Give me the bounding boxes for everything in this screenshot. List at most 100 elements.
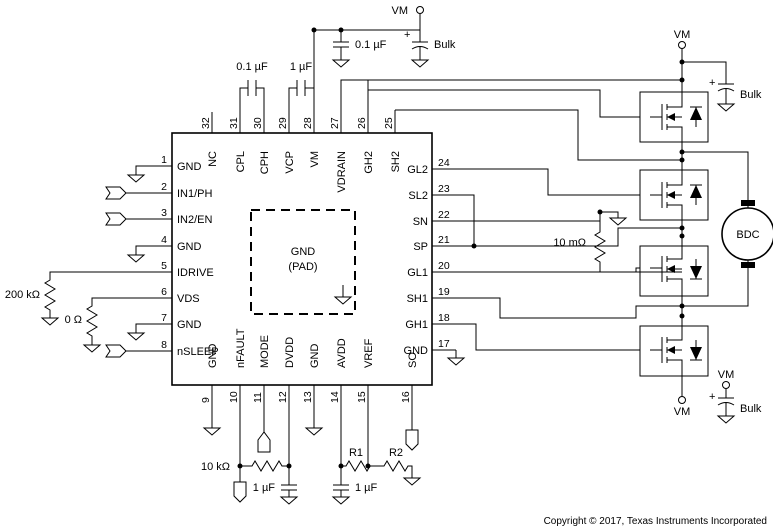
pin-num-4: 4: [161, 234, 167, 246]
vds-resistor: [82, 297, 152, 353]
mode-input-arrow-icon: [257, 431, 271, 453]
pin-num-30: 30: [252, 117, 264, 129]
in2-input-arrow-icon: [105, 212, 152, 226]
junction-dot: [471, 243, 477, 249]
pin-name-14: AVDD: [336, 338, 348, 368]
pin-name-23: SL2: [408, 190, 428, 202]
junction-dot: [679, 233, 685, 239]
vm-label-top: VM: [392, 5, 409, 17]
nfault-pullup-resistor: [240, 460, 289, 472]
pad-label-gnd: GND: [291, 246, 316, 258]
vm-decoupling-cap: [331, 30, 351, 68]
pin-name-21: SP: [413, 241, 428, 253]
bulk-cap-bridge: [682, 61, 736, 112]
pin-name-4: GND: [177, 241, 202, 253]
dvdd-cap-value: 1 µF: [253, 482, 276, 494]
pin-name-8: nSLEEP: [177, 346, 219, 358]
vcp-cap-value: 1 µF: [290, 61, 313, 73]
junction-dot: [679, 313, 685, 319]
pin-num-8: 8: [161, 339, 167, 351]
charge-pump-flying-cap: [239, 80, 265, 103]
pin-name-5: IDRIVE: [177, 267, 214, 279]
pin-num-11: 11: [252, 392, 264, 403]
pin-num-7: 7: [161, 312, 167, 324]
pin-num-18: 18: [438, 312, 450, 324]
idrive-resistor-value: 200 kΩ: [5, 289, 40, 301]
so-output-arrow-icon: [405, 429, 419, 451]
pin-name-26: GH2: [363, 151, 375, 174]
pin-name-29: VCP: [284, 151, 296, 174]
pin-name-1: GND: [177, 161, 202, 173]
thermal-pad: [250, 209, 356, 315]
bulk-cap-bottom-right-label: Bulk: [740, 403, 762, 415]
vm-node-icon: [416, 6, 424, 14]
pad-ground-icon: [333, 285, 353, 305]
dvdd-cap: [279, 466, 299, 505]
pin-num-25: 25: [383, 117, 395, 129]
avdd-cap: [331, 466, 351, 505]
ground-icon: [126, 165, 152, 183]
pin-num-13: 13: [302, 391, 314, 403]
vm-rail: [314, 14, 421, 31]
pin-num-26: 26: [356, 117, 368, 129]
pin-name-2: IN1/PH: [177, 188, 213, 200]
gh2-net: [367, 80, 640, 118]
pin-num-23: 23: [438, 183, 450, 195]
sl2-net: [456, 194, 475, 246]
motor-brush-bottom: [741, 262, 755, 268]
pin-name-19: SH1: [407, 293, 428, 305]
ground-icon: [126, 245, 152, 263]
pin-name-31: CPL: [235, 151, 247, 172]
junction-dot: [679, 157, 685, 163]
divider-resistor-r2: [368, 460, 422, 486]
junction-dot: [679, 225, 685, 231]
pin-name-16: SO: [407, 352, 419, 368]
bulk-cap-top-plus: +: [404, 29, 410, 41]
flying-cap-value: 0.1 µF: [236, 61, 268, 73]
pin-name-12: DVDD: [284, 337, 296, 368]
vcp-cap: [288, 80, 314, 103]
pin-num-10: 10: [228, 391, 240, 403]
motor-brush-top: [741, 200, 755, 206]
motor-leads: [682, 151, 749, 307]
pin-name-28: VM: [309, 151, 321, 168]
bulk-cap-top-label: Bulk: [434, 39, 456, 51]
pin-num-15: 15: [356, 391, 368, 403]
fet-high-side-1: [639, 325, 709, 377]
pin-name-7: GND: [177, 319, 202, 331]
pin-name-15: VREF: [363, 338, 375, 368]
gl2-net: [456, 168, 640, 196]
motor-label: BDC: [736, 229, 759, 241]
pin-num-3: 3: [161, 207, 167, 219]
bulk-cap-bridge-label: Bulk: [740, 89, 762, 101]
pin-num-20: 20: [438, 260, 450, 272]
pin-name-25: SH2: [390, 151, 402, 172]
fet-high-side-2: [639, 91, 709, 143]
vm-label-bottom-right: VM: [718, 369, 735, 381]
pin-num-27: 27: [329, 117, 341, 129]
bulk-cap-bottom-right: [716, 389, 736, 424]
pin-name-13: GND: [309, 344, 321, 369]
pin-num-22: 22: [438, 209, 450, 221]
vdrain-net: [340, 79, 682, 88]
vm-decoupling-cap-value: 0.1 µF: [355, 39, 387, 51]
pin-num-5: 5: [161, 260, 167, 272]
top-pins: NC CPL CPH VCP VM VDRAIN GH2 SH2 32 31 3…: [200, 30, 402, 193]
motor-icon: [721, 207, 773, 261]
ground-icon: [446, 350, 466, 366]
junction-dot: [679, 77, 685, 83]
vm-label-bridge-bottom: VM: [674, 406, 691, 418]
vm-node-icon: [678, 41, 686, 49]
fet-low-side-2: [639, 169, 709, 221]
bottom-pins: GND nFAULT MODE DVDD GND AVDD VREF SO 9 …: [200, 328, 419, 466]
r1-label: R1: [349, 447, 363, 459]
ground-icon: [202, 427, 222, 436]
pin-num-14: 14: [329, 391, 341, 403]
nsleep-input-arrow-icon: [105, 344, 152, 358]
junction-dot: [365, 463, 371, 469]
bulk-cap-bridge-plus: +: [709, 77, 715, 89]
pin-name-18: GH1: [405, 319, 428, 331]
sn-net: [456, 212, 601, 222]
in1-input-arrow-icon: [105, 186, 152, 200]
